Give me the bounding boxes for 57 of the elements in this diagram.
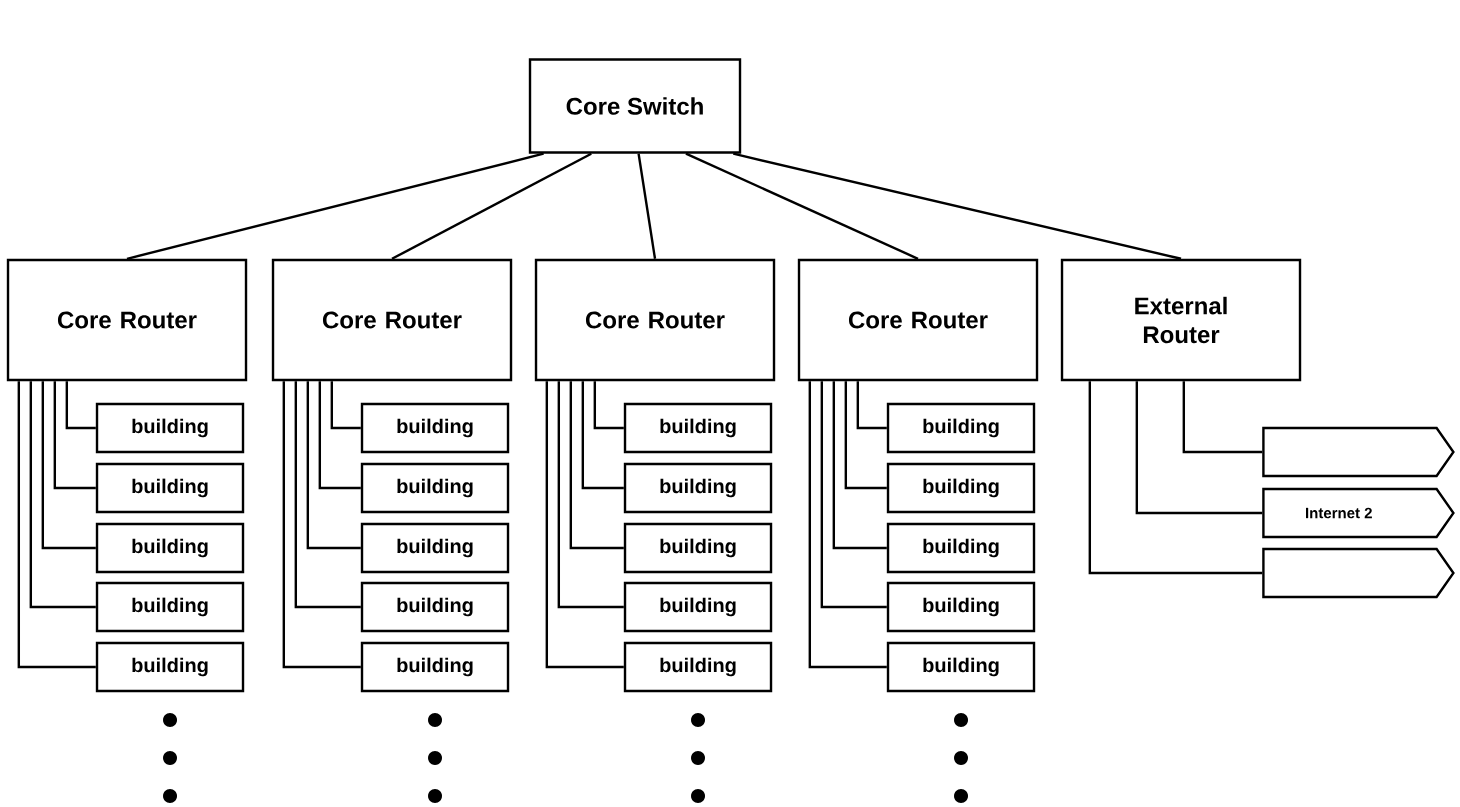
building-box: building bbox=[886, 581, 1036, 633]
router-box: External Router bbox=[1060, 258, 1302, 382]
connector-line bbox=[330, 381, 361, 430]
building-box: building bbox=[623, 641, 773, 693]
link-tag bbox=[1262, 547, 1455, 599]
connector-line bbox=[1135, 381, 1263, 515]
building-box: building bbox=[623, 402, 773, 454]
building-box: building bbox=[95, 641, 245, 693]
connector-line bbox=[685, 152, 919, 260]
connector-line bbox=[557, 381, 624, 609]
building-box: building bbox=[95, 581, 245, 633]
connector-line bbox=[41, 381, 96, 550]
connector-line bbox=[53, 381, 96, 490]
building-box: building bbox=[95, 402, 245, 454]
switch-box: Core Switch bbox=[528, 58, 742, 154]
connector-line bbox=[294, 381, 361, 609]
building-box: building bbox=[886, 402, 1036, 454]
building-box: building bbox=[95, 462, 245, 514]
building-box: building bbox=[360, 462, 510, 514]
building-box: building bbox=[886, 462, 1036, 514]
connector-line bbox=[733, 152, 1182, 260]
building-box: building bbox=[886, 641, 1036, 693]
connector-line bbox=[391, 152, 592, 260]
connector-line bbox=[17, 381, 96, 669]
connector-line bbox=[569, 381, 624, 550]
connector-line bbox=[282, 381, 361, 669]
connector-line bbox=[808, 381, 887, 669]
building-box: building bbox=[886, 522, 1036, 574]
connector-line bbox=[545, 381, 624, 669]
connector-line bbox=[1182, 381, 1263, 454]
building-box: building bbox=[95, 522, 245, 574]
connector-line bbox=[856, 381, 887, 430]
connector-line bbox=[318, 381, 361, 490]
building-box: building bbox=[360, 641, 510, 693]
connector-line bbox=[844, 381, 887, 490]
router-box: Core Router bbox=[271, 258, 513, 382]
building-box: building bbox=[360, 522, 510, 574]
connector-line bbox=[832, 381, 887, 550]
connector-line bbox=[637, 153, 657, 259]
connector-line bbox=[306, 381, 361, 550]
router-box: Core Router bbox=[797, 258, 1039, 382]
building-box: building bbox=[360, 581, 510, 633]
connector-line bbox=[593, 381, 624, 430]
router-box: Core Router bbox=[534, 258, 776, 382]
connector-line bbox=[29, 381, 96, 609]
building-box: building bbox=[623, 522, 773, 574]
connector-line bbox=[1088, 381, 1263, 575]
connector-line bbox=[65, 381, 96, 430]
connector-line bbox=[820, 381, 887, 609]
connector-line bbox=[126, 152, 544, 260]
building-box: building bbox=[623, 462, 773, 514]
building-box: building bbox=[623, 581, 773, 633]
link-tag bbox=[1262, 426, 1455, 478]
connector-line bbox=[581, 381, 624, 490]
router-box: Core Router bbox=[6, 258, 248, 382]
building-box: building bbox=[360, 402, 510, 454]
link-tag: Internet 2 bbox=[1262, 487, 1455, 539]
